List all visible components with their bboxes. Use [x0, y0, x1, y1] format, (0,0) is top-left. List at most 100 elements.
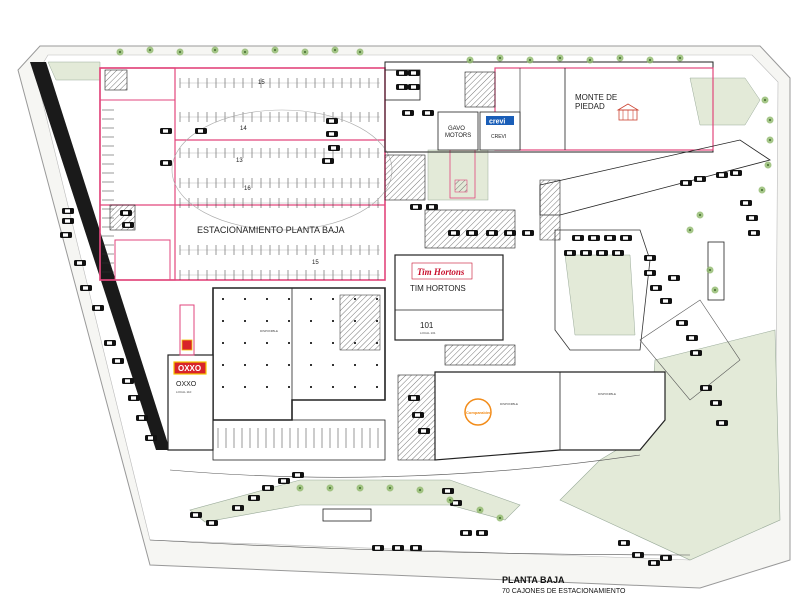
car-icon [620, 235, 632, 241]
tree-trunk [559, 57, 561, 59]
car-window [507, 231, 512, 235]
tree-trunk [389, 487, 391, 489]
column-marker [310, 342, 312, 344]
crevi-logo: crevi [489, 119, 505, 126]
section-number: 13 [236, 158, 243, 164]
car-icon [716, 420, 728, 426]
car-icon [232, 505, 244, 511]
car-window [413, 205, 418, 209]
oxxo-logo: OXXO [178, 364, 201, 373]
column-marker [244, 364, 246, 366]
car-icon [588, 235, 600, 241]
access-ramp-hatched [539, 179, 561, 241]
column-marker [376, 320, 378, 322]
car-window [123, 211, 128, 215]
car-window [131, 396, 136, 400]
car-icon [372, 545, 384, 551]
car-icon [322, 158, 334, 164]
column-marker [376, 298, 378, 300]
car-window [107, 341, 112, 345]
car-icon [580, 250, 592, 256]
bottom-disponible-1: DISPONIBLE [500, 402, 518, 406]
car-window [621, 541, 626, 545]
car-icon [690, 350, 702, 356]
car-window [733, 171, 738, 175]
car-window [163, 129, 168, 133]
tree-icon [676, 54, 684, 62]
car-icon [730, 170, 742, 176]
tree-icon [476, 506, 484, 514]
car-icon [74, 260, 86, 266]
car-window [479, 531, 484, 535]
gavo-label-1: GAVO [448, 126, 465, 132]
tree-trunk [244, 51, 246, 53]
car-icon [402, 110, 414, 116]
car-window [125, 223, 130, 227]
car-window [647, 271, 652, 275]
car-window [329, 119, 334, 123]
tree-icon [331, 46, 339, 54]
car-icon [418, 428, 430, 434]
car-window [445, 489, 450, 493]
section-number: 15 [312, 260, 319, 266]
tree-icon [326, 484, 334, 492]
column-marker [354, 298, 356, 300]
tree-icon [211, 46, 219, 54]
car-icon [612, 250, 624, 256]
car-icon [694, 176, 706, 182]
car-window [651, 561, 656, 565]
car-icon [62, 208, 74, 214]
section-number: 14 [240, 126, 247, 132]
tree-icon [526, 56, 534, 64]
car-window [583, 251, 588, 255]
column-marker [288, 364, 290, 366]
tree-icon [711, 286, 719, 294]
car-icon [392, 545, 404, 551]
tree-icon [446, 496, 454, 504]
column-marker [332, 298, 334, 300]
car-icon [476, 530, 488, 536]
local-101-number: 101 [420, 321, 434, 330]
tree-icon [686, 226, 694, 234]
column-marker [310, 386, 312, 388]
car-icon [278, 478, 290, 484]
tree-icon [116, 48, 124, 56]
car-window [607, 236, 612, 240]
car-window [411, 85, 416, 89]
lower-stalls [217, 428, 379, 448]
tree-trunk [619, 57, 621, 59]
section-number: 15 [258, 80, 265, 86]
car-window [635, 553, 640, 557]
car-icon [422, 110, 434, 116]
central-building-core [339, 294, 381, 351]
tree-trunk [329, 487, 331, 489]
column-marker [288, 342, 290, 344]
car-icon [112, 358, 124, 364]
tree-trunk [769, 139, 771, 141]
car-window [697, 177, 702, 181]
tree-trunk [761, 189, 763, 191]
column-marker [266, 298, 268, 300]
tree-trunk [214, 49, 216, 51]
tree-icon [466, 56, 474, 64]
column-marker [288, 320, 290, 322]
stair-core-8 [454, 179, 468, 193]
car-icon [326, 131, 338, 137]
car-window [329, 132, 334, 136]
tree-trunk [469, 59, 471, 61]
car-icon [145, 435, 157, 441]
car-window [429, 205, 434, 209]
car-window [399, 71, 404, 75]
car-icon [104, 340, 116, 346]
car-icon [668, 275, 680, 281]
car-icon [746, 215, 758, 221]
car-icon [396, 70, 408, 76]
tree-trunk [709, 269, 711, 271]
car-window [415, 413, 420, 417]
tim-hortons-logo-bg [411, 262, 473, 280]
oxxo-label: OXXO [176, 381, 197, 388]
car-window [115, 359, 120, 363]
column-marker [310, 364, 312, 366]
caption-subtitle: 70 CAJONES DE ESTACIONAMIENTO [502, 588, 626, 595]
